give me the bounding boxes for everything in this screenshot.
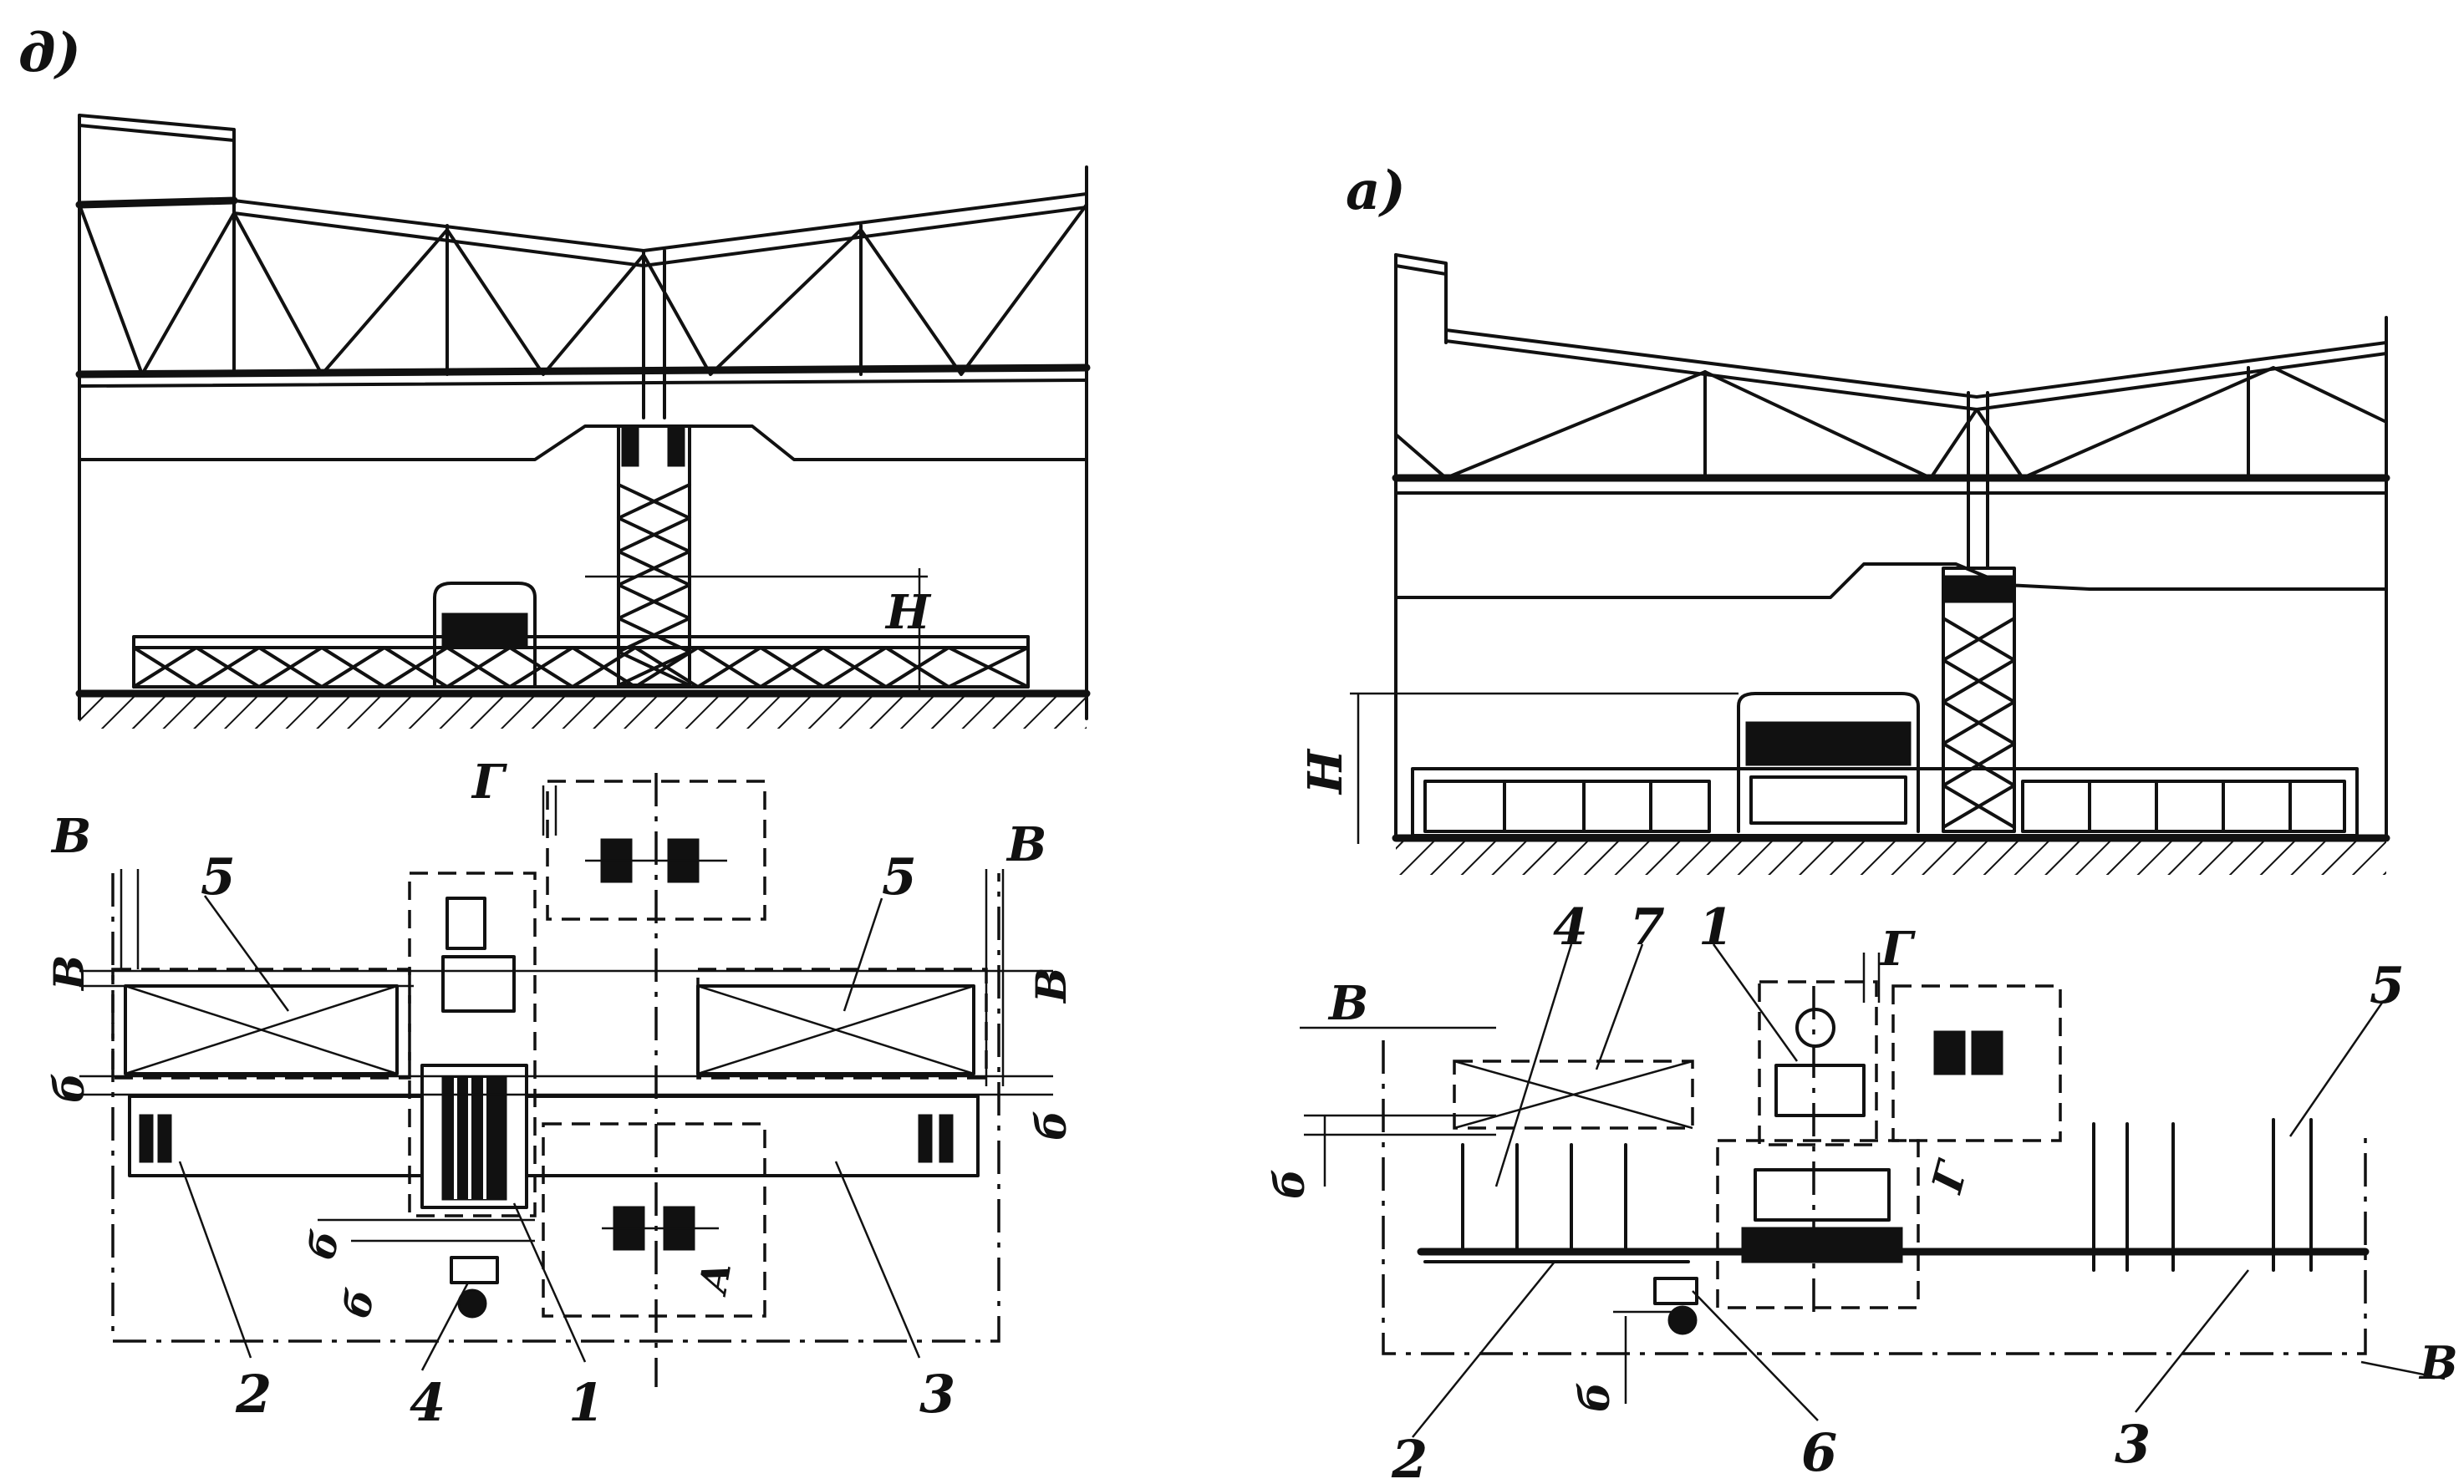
left-height-label: Н bbox=[884, 585, 932, 640]
right-callout-2: 2 bbox=[1391, 1429, 1428, 1484]
left-plan-B-left-upper: В bbox=[44, 955, 94, 992]
left-callout-2: 2 bbox=[235, 1364, 272, 1425]
left-plan-b-left-lower: б bbox=[44, 1073, 94, 1103]
left-plan-A-mid: А bbox=[690, 1258, 740, 1299]
right-callout-5: 5 bbox=[2370, 957, 2405, 1015]
right-callout-4: 4 bbox=[1553, 898, 1588, 957]
right-plan-B-right: В bbox=[2418, 1336, 2458, 1390]
left-plan-G-top: Г bbox=[471, 755, 507, 810]
left-plan-B-right-top: В bbox=[1005, 817, 1046, 872]
left-plan-B-right-upper: В bbox=[1026, 968, 1076, 1004]
right-callout-1: 1 bbox=[1698, 898, 1733, 957]
right-plan-B-left: В bbox=[1327, 976, 1368, 1031]
left-callout-5b: 5 bbox=[882, 848, 917, 907]
left-callout-1: 1 bbox=[568, 1372, 604, 1433]
right-callout-7: 7 bbox=[1630, 898, 1665, 957]
left-panel-label: д) bbox=[18, 22, 81, 84]
left-plan-view bbox=[79, 773, 1053, 1387]
right-plan-G-top: Г bbox=[1879, 922, 1916, 977]
right-panel-label: а) bbox=[1346, 160, 1406, 222]
right-plan-b-bottom: б bbox=[1570, 1382, 1619, 1412]
left-plan-b-mid: б bbox=[298, 1226, 349, 1264]
left-callout-4: 4 bbox=[410, 1372, 445, 1433]
right-plan-view bbox=[1300, 943, 2446, 1438]
left-callout-3: 3 bbox=[919, 1364, 955, 1425]
right-callout-6: 6 bbox=[1801, 1422, 1837, 1483]
right-plan-G-right: Г bbox=[1922, 1154, 1978, 1199]
left-plan-B-top-left: В bbox=[50, 809, 91, 864]
left-section-view: Н bbox=[75, 114, 1091, 729]
right-height-label: Н bbox=[1298, 748, 1353, 795]
right-section-view: Н bbox=[1298, 253, 2390, 875]
right-plan-b-vert: б bbox=[1265, 1169, 1314, 1199]
right-callout-3: 3 bbox=[2115, 1414, 2151, 1475]
left-plan-b-right-lower: б bbox=[1026, 1110, 1076, 1141]
left-plan-b-low: б bbox=[333, 1284, 384, 1323]
left-callout-5a: 5 bbox=[201, 848, 236, 907]
